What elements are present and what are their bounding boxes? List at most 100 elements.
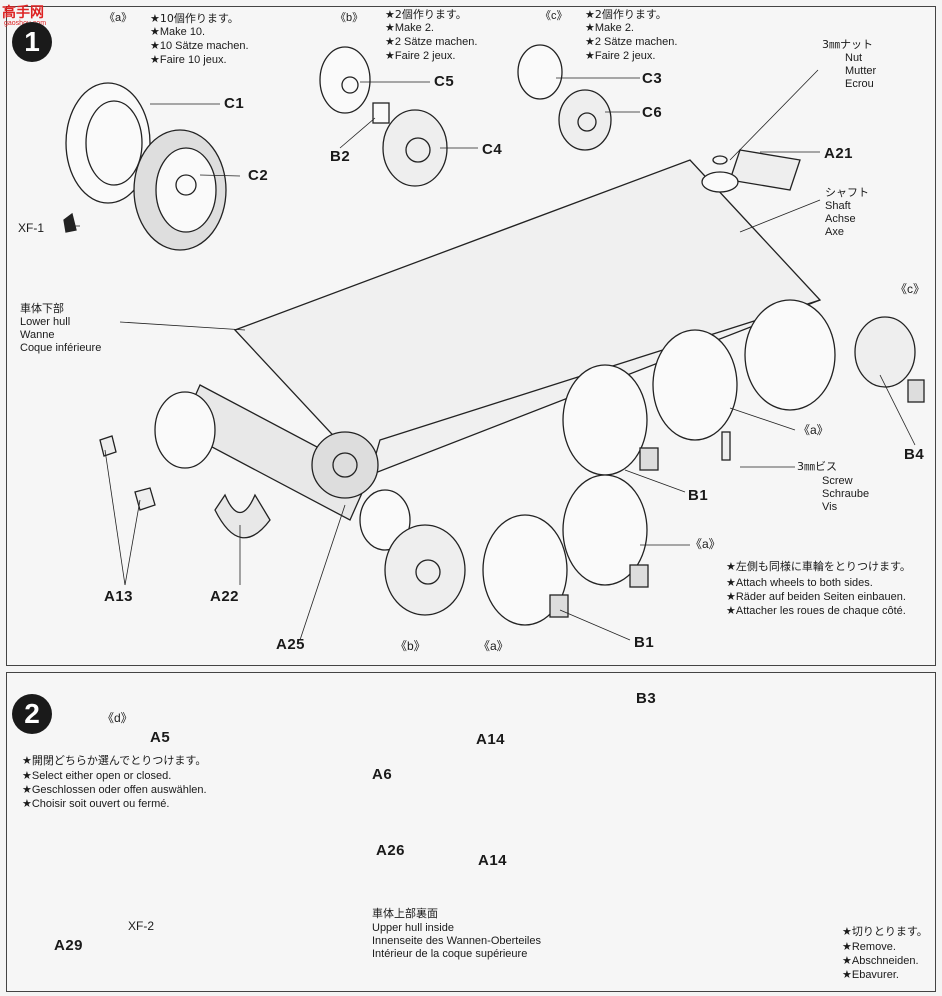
a13-clip-upper-illustration [99, 435, 117, 457]
upper-hull-label-fr: Intérieur de la coque supérieure [372, 948, 528, 960]
b1-cap-upper-illustration [639, 447, 659, 471]
part-label-a25: A25 [276, 636, 306, 653]
b4-cap-illustration [907, 379, 925, 403]
c1-wheel-illustration [65, 82, 151, 204]
part-label-a14-mid: A14 [478, 852, 508, 869]
note-c-tag: 《c》 [540, 10, 568, 22]
shaft-label-jp: シャフト [825, 186, 869, 199]
note-b-line-4: ★Faire 2 jeux. [385, 50, 456, 62]
part-label-c3: C3 [642, 70, 663, 87]
d-tag: 《d》 [102, 711, 133, 725]
part-label-c4: C4 [482, 141, 503, 158]
remove-note-en: ★Remove. [842, 941, 896, 953]
note-b-line-3: ★2 Sätze machen. [385, 36, 478, 48]
remove-note-de: ★Abschneiden. [842, 955, 919, 967]
a22-idler-illustration [154, 391, 216, 469]
note-a-line-2: ★Make 10. [150, 26, 206, 38]
c5-wheel-illustration [319, 46, 371, 114]
nut-label-fr: Ecrou [845, 78, 874, 90]
part-label-a-tag-right: 《a》 [798, 423, 829, 437]
part-label-a14-top: A14 [476, 731, 506, 748]
lower-hull-label-de: Wanne [20, 329, 55, 341]
step1-number-badge: 1 [12, 22, 52, 62]
c3-wheel-illustration [517, 44, 563, 100]
watermark-brand: 高手网 [2, 5, 44, 21]
part-label-a-tag-lower: 《a》 [690, 537, 721, 551]
step2-number-badge: 2 [12, 694, 52, 734]
part-label-c1: C1 [224, 95, 245, 112]
nut-label-jp: 3㎜ナット [822, 38, 873, 51]
part-label-c-tag: 《c》 [895, 282, 926, 296]
c6-wheel-illustration [558, 89, 612, 151]
part-label-c5: C5 [434, 73, 455, 90]
part-label-c2: C2 [248, 167, 269, 184]
b1-cap-lower-illustration [629, 564, 649, 588]
a21-part-illustration [729, 149, 801, 191]
step2-panel [6, 672, 936, 992]
upper-hull-label-de: Innenseite des Wannen-Oberteiles [372, 935, 541, 947]
part-label-a-tag-bottom: 《a》 [478, 639, 509, 653]
upper-hull-label-jp: 車体上部裏面 [372, 907, 438, 920]
b2-part-illustration [372, 102, 390, 124]
part-label-a5: A5 [150, 729, 171, 746]
note-c-line-4: ★Faire 2 jeux. [585, 50, 656, 62]
c-wheel-pair-illustration [854, 316, 916, 388]
select-note-de: ★Geschlossen oder offen auswählen. [22, 784, 207, 796]
shaft-label-de: Achse [825, 213, 856, 225]
lower-hull-illustration [233, 159, 822, 476]
screw-label-jp: 3㎜ビス [797, 460, 837, 473]
screw-label-fr: Vis [822, 501, 838, 513]
nut-illustration [712, 155, 728, 165]
screw-label-en: Screw [822, 475, 853, 487]
note-a-tag: 《a》 [104, 12, 133, 24]
note-a-line-4: ★Faire 10 jeux. [150, 54, 227, 66]
part-label-b1-upper: B1 [688, 487, 709, 504]
note-b-tag: 《b》 [335, 12, 364, 24]
part-label-b-tag: 《b》 [395, 639, 426, 653]
xf1-paint-marker [63, 212, 77, 233]
part-label-b2: B2 [330, 148, 351, 165]
part-label-xf2: XF-2 [128, 919, 155, 933]
screw-label-de: Schraube [822, 488, 870, 500]
remove-note-jp: ★切りとります。 [842, 925, 928, 938]
part-label-a13: A13 [104, 588, 134, 605]
note-c-line-1: ★2個作ります。 [585, 8, 667, 21]
note-b-line-2: ★Make 2. [385, 22, 434, 34]
part-label-b1-lower: B1 [634, 634, 655, 651]
part-label-b3: B3 [636, 690, 657, 707]
note-b-line-1: ★2個作ります。 [385, 8, 467, 21]
lower-hull-label-en: Lower hull [20, 316, 71, 328]
part-label-a22: A22 [210, 588, 240, 605]
a25-sprocket-illustration [311, 431, 379, 499]
attach-note-fr: ★Attacher les roues de chaque côté. [726, 605, 906, 617]
select-note-jp: ★開閉どちらか選んでとりつけます。 [22, 754, 207, 767]
nut-label-en: Nut [845, 52, 863, 64]
attach-note-en: ★Attach wheels to both sides. [726, 577, 873, 589]
note-c-line-2: ★Make 2. [585, 22, 634, 34]
select-note-fr: ★Choisir soit ouvert ou fermé. [22, 798, 170, 810]
part-label-a6: A6 [372, 766, 393, 783]
nut-label-de: Mutter [845, 65, 877, 77]
select-note-en: ★Select either open or closed. [22, 770, 172, 782]
note-c-line-3: ★2 Sätze machen. [585, 36, 678, 48]
lower-hull-label-jp: 車体下部 [20, 302, 64, 315]
note-a-line-3: ★10 Sätze machen. [150, 40, 249, 52]
part-label-a21: A21 [824, 145, 854, 162]
part-label-b4: B4 [904, 446, 925, 463]
attach-note-de: ★Räder auf beiden Seiten einbauen. [726, 591, 906, 603]
shaft-label-en: Shaft [825, 200, 851, 212]
note-a-line-1: ★10個作ります。 [150, 12, 239, 25]
c4-wheel-illustration [382, 109, 448, 187]
upper-hull-label-en: Upper hull inside [372, 922, 454, 934]
lower-hull-label-fr: Coque inférieure [20, 342, 102, 354]
a13-clip-lower-illustration [134, 487, 156, 511]
part-label-a29: A29 [54, 937, 84, 954]
shaft-label-fr: Axe [825, 226, 844, 238]
part-label-xf1: XF-1 [18, 221, 45, 235]
attach-note-jp: ★左側も同様に車輪をとりつけます。 [726, 560, 911, 573]
part-label-a26: A26 [376, 842, 406, 859]
screw-illustration [721, 431, 731, 461]
part-label-c6: C6 [642, 104, 663, 121]
remove-note-fr: ★Ebavurer. [842, 969, 899, 981]
